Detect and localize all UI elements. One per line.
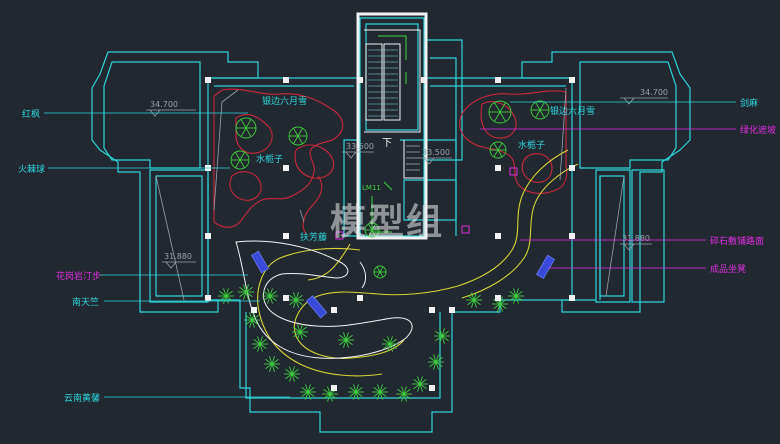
elevator-label: LM11 (362, 184, 381, 192)
column-post (205, 233, 211, 239)
leader-lines-left (44, 112, 290, 398)
callout-label: 碎石敷铺路面 (710, 235, 764, 247)
plant-symbol (412, 376, 428, 392)
plant-name-labels: 银边六月雪 银边六月雪 水栀子 水栀子 扶芳藤 (256, 95, 595, 243)
callout-label: 绿化遮坡 (740, 124, 776, 136)
stair-accent-green (371, 35, 407, 233)
column-post (357, 295, 363, 301)
stair-direction-label: 下 (382, 138, 392, 149)
column-post (331, 307, 337, 313)
plant-symbol (338, 332, 354, 348)
column-post (569, 77, 575, 83)
plant-symbol (262, 288, 278, 304)
column-post (495, 77, 501, 83)
plant-symbol (284, 366, 300, 382)
callout-label: 南天竺 (72, 296, 99, 308)
watermark-text: 模型组 (330, 202, 444, 243)
column-post (495, 295, 501, 301)
stair (356, 12, 428, 240)
callout-label: 云南黄馨 (64, 392, 100, 404)
column-post (429, 307, 435, 313)
column-post (205, 295, 211, 301)
column-post (449, 307, 455, 313)
column-post (283, 295, 289, 301)
column-post (569, 295, 575, 301)
plant-label: 水栀子 (256, 153, 283, 165)
elevation-label: 34.700 (640, 88, 668, 97)
callout-label: 剑麻 (740, 97, 758, 109)
column-post (283, 165, 289, 171)
plant-symbol (264, 356, 280, 372)
plant-symbol (252, 336, 268, 352)
callout-label: 花岗岩汀步 (56, 270, 101, 282)
elevation-label: 31.880 (622, 234, 650, 243)
plant-symbol (466, 292, 482, 308)
plant-callouts-left: 红枫 火棘球 花岗岩汀步 南天竺 云南黄馨 (18, 108, 101, 404)
plant-symbol (348, 384, 364, 400)
column-post (421, 77, 427, 83)
plant-symbol (508, 288, 524, 304)
bench-symbols (250, 250, 556, 319)
plant-symbol (244, 312, 260, 328)
column-post (569, 233, 575, 239)
leader-lines-right (480, 101, 736, 269)
column-post (251, 307, 257, 313)
column-post (357, 77, 363, 83)
plant-symbol (428, 354, 444, 370)
column-post (283, 233, 289, 239)
plant-symbol (372, 384, 388, 400)
column-posts (205, 77, 575, 391)
column-post (569, 165, 575, 171)
column-post (429, 385, 435, 391)
plant-symbol (288, 292, 304, 308)
plant-label: 银边六月雪 (262, 95, 307, 107)
plant-symbol (434, 328, 450, 344)
plant-symbol (300, 384, 316, 400)
plant-symbol (396, 386, 412, 402)
elevation-label: 33.500 (422, 148, 450, 157)
plant-label: 银边六月雪 (550, 105, 595, 117)
markers (335, 167, 518, 240)
plant-callouts-right: 剑麻 绿化遮坡 碎石敷铺路面 成品坐凳 (710, 97, 776, 275)
column-post (205, 77, 211, 83)
column-post (495, 233, 501, 239)
plant-symbol (218, 288, 234, 304)
plant-symbol (382, 336, 398, 352)
plant-label: 扶芳藤 (300, 231, 327, 243)
callout-label: 红枫 (22, 108, 40, 120)
callout-label: 成品坐凳 (710, 263, 746, 275)
plant-label: 水栀子 (518, 139, 545, 151)
elevation-label: 33.500 (346, 142, 374, 151)
gray-linework (155, 87, 625, 301)
plant-symbols (218, 100, 550, 402)
column-post (495, 165, 501, 171)
building-walls (91, 17, 691, 433)
elevation-markers (146, 97, 668, 269)
elevation-label: 34.700 (150, 100, 178, 109)
walking-path (257, 149, 579, 377)
plant-symbol (322, 386, 338, 402)
callout-label: 火棘球 (18, 163, 45, 175)
elevation-label: 31.880 (164, 252, 192, 261)
column-post (331, 385, 337, 391)
stepping-stone-island (235, 240, 413, 359)
elevation-labels: 34.700 34.700 33.500 33.500 31.880 31.88… (150, 88, 668, 261)
plant-symbol (292, 324, 308, 340)
column-post (283, 77, 289, 83)
plant-symbol (238, 284, 254, 300)
